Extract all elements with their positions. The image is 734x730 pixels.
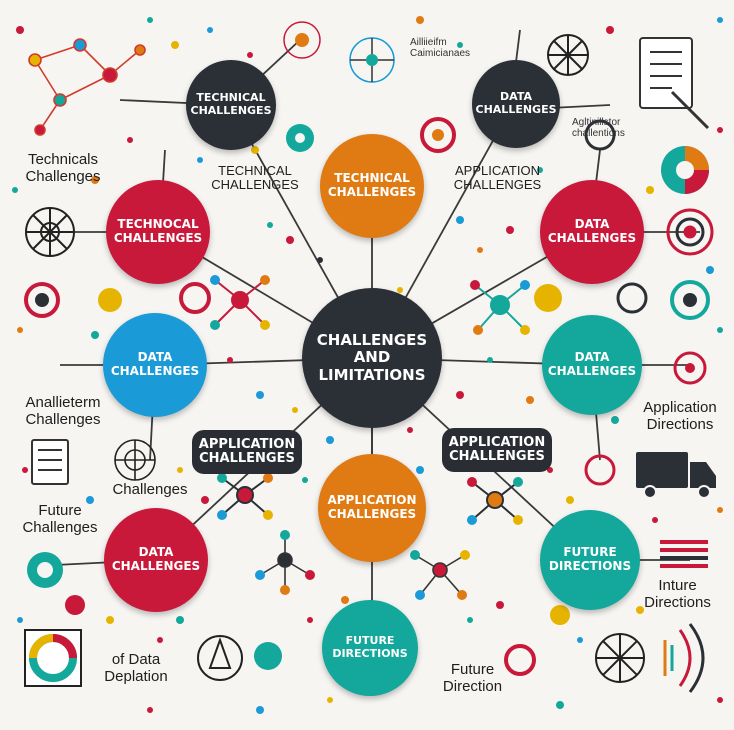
node-top-left[interactable]: TECHNICAL CHALLENGES — [186, 60, 276, 150]
decorative-dots — [12, 16, 723, 714]
node-top-right-label: DATA CHALLENGES — [475, 90, 557, 116]
node-left-blue[interactable]: DATA CHALLENGES — [103, 313, 207, 417]
book-icon — [31, 439, 69, 485]
molecule-icon-mid-right — [470, 280, 530, 335]
pill-right-label: APPLICATION CHALLENGES — [448, 434, 546, 464]
wheel-icon-right — [547, 34, 589, 76]
node-bottom-teal-label: FUTURE DIRECTIONS — [332, 634, 408, 660]
pie-icon — [661, 146, 709, 194]
label-inture-directions: Inture Directions — [644, 577, 711, 611]
pill-right[interactable]: APPLICATION CHALLENGES — [442, 428, 552, 472]
label-challenges: Challenges — [112, 481, 188, 498]
truck-icon — [636, 452, 716, 499]
sound-wave-icon — [663, 623, 705, 693]
label-future-direction: Future Direction — [442, 661, 503, 695]
network-icon-bottom — [255, 530, 470, 600]
node-left-red[interactable]: TECHNOCAL CHALLENGES — [106, 180, 210, 284]
label-technical-challenges: TECHNICAL CHALLENGES — [211, 163, 299, 193]
node-bottom-left-red-label: DATA CHALLENGES — [111, 545, 201, 573]
node-lower-center[interactable]: APPLICATION CHALLENGES — [318, 454, 426, 562]
node-right-teal-label: DATA CHALLENGES — [547, 350, 637, 378]
node-right-future[interactable]: FUTURE DIRECTIONS — [540, 510, 640, 610]
node-right-teal[interactable]: DATA CHALLENGES — [542, 315, 642, 415]
label-analitetm-challenges: Anallieterm Challenges — [25, 394, 101, 428]
node-right-red-label: DATA CHALLENGES — [547, 217, 637, 245]
atom-icon-top — [283, 21, 395, 83]
target-icon — [666, 208, 714, 256]
node-bottom-left-red[interactable]: DATA CHALLENGES — [104, 508, 208, 612]
network-icon-top-left — [28, 38, 146, 136]
node-right-future-label: FUTURE DIRECTIONS — [548, 545, 632, 573]
label-application-challenges: APPLICATION CHALLENGES — [453, 163, 542, 193]
label-application-directions: Application Directions — [643, 399, 717, 433]
ring-icons-scatter — [24, 117, 710, 676]
node-upper-center-label: TECHNICAL CHALLENGES — [327, 171, 417, 199]
compass-icon-bottom — [197, 633, 645, 683]
center-node-label: CHALLENGES AND LIMITATIONS — [316, 331, 428, 384]
node-top-right[interactable]: DATA CHALLENGES — [472, 60, 560, 148]
label-of-data-deplation: of Data Deplation — [104, 651, 168, 685]
wheel-icon-left — [25, 207, 75, 257]
node-lower-center-label: APPLICATION CHALLENGES — [327, 493, 417, 521]
molecule-icon-lower-right — [467, 477, 523, 525]
pill-left[interactable]: APPLICATION CHALLENGES — [192, 430, 302, 474]
pill-left-label: APPLICATION CHALLENGES — [198, 436, 296, 466]
molecule-icon-lower-left — [217, 473, 273, 520]
node-right-red[interactable]: DATA CHALLENGES — [540, 180, 644, 284]
molecule-icon-mid-left — [210, 275, 270, 330]
stripes-icon — [660, 540, 708, 568]
center-node[interactable]: CHALLENGES AND LIMITATIONS — [302, 288, 442, 428]
node-left-blue-label: DATA CHALLENGES — [110, 350, 200, 378]
document-icon — [639, 37, 710, 130]
label-future-challenges: Future Challenges — [22, 502, 98, 536]
tiny-label-top: Ailliieifm Caimicianaes — [410, 37, 471, 59]
ring-icon-bottom-left — [24, 629, 82, 687]
node-bottom-teal[interactable]: FUTURE DIRECTIONS — [322, 600, 418, 696]
grid-icon-left — [114, 439, 156, 481]
label-technicals-challenges: Technicals Challenges — [25, 151, 101, 185]
tiny-label-right: Agltinillstor challentions — [572, 117, 625, 139]
node-left-red-label: TECHNOCAL CHALLENGES — [113, 217, 203, 245]
node-top-left-label: TECHNICAL CHALLENGES — [190, 91, 272, 117]
node-upper-center[interactable]: TECHNICAL CHALLENGES — [320, 134, 424, 238]
